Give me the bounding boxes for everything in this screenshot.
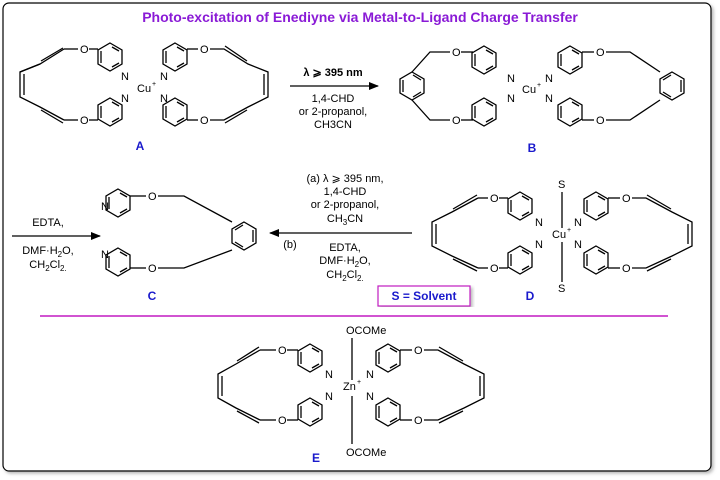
scheme-title: Photo-excitation of Enediyne via Metal-t… [142,9,578,25]
metal-Cu: Cu [552,229,566,241]
atom-N: N [574,239,582,251]
svg-text:+: + [567,227,571,234]
atom-N: N [545,73,553,85]
atom-N: N [325,369,333,381]
condition-left-3: CH2Cl2. [29,259,66,273]
atom-O: O [278,415,287,427]
atom-N: N [535,239,543,251]
condition-DC-a3: or 2-propanol, [311,199,380,211]
atom-N: N [121,93,129,105]
atom-N: N [160,71,168,83]
condition-DC-a4: CH3CN [327,213,363,227]
atom-O: O [200,44,209,56]
atom-N: N [535,217,543,229]
atom-O: O [596,115,605,127]
atom-N: N [121,71,129,83]
compound-C-structure: N N O O C [101,188,257,303]
atom-O: O [622,263,631,275]
atom-O: O [200,115,209,127]
atom-O: O [80,44,89,56]
compound-D-structure: O O N N Cu + S S N N O O D [431,179,693,303]
atom-O: O [490,193,499,205]
solvent-note-box [377,285,471,307]
atom-N: N [574,217,582,229]
atom-O: O [414,345,423,357]
metal-Cu: Cu [137,83,151,95]
condition-left-2: DMF·H2O, [22,245,74,259]
atom-N: N [101,249,109,261]
atom-N: N [545,93,553,105]
ligand-S-bottom: S [558,283,565,295]
atom-N: N [507,93,515,105]
atom-N: N [366,369,374,381]
compound-label-A: A [136,139,145,153]
atom-O: O [148,191,157,203]
compound-label-D: D [526,289,535,303]
svg-text:+: + [537,82,541,89]
condition-DC-b3: CH2Cl2. [326,269,363,283]
compound-label-C: C [148,289,157,303]
condition-AB-1: λ ⩾ 395 nm [303,67,363,79]
condition-DC-b2: DMF·H2O, [319,255,371,269]
ligand-OCOMe-top: OCOMe [346,325,386,337]
metal-Cu: Cu [522,84,536,96]
compound-E-structure: OCOMe Zn + OCOMe O O N N N N O O E [217,325,485,465]
condition-left-1: EDTA, [32,217,64,229]
condition-AB-2: 1,4-CHD [312,93,355,105]
condition-DC-a1: (a) λ ⩾ 395 nm, [306,173,383,185]
svg-text:+: + [152,81,156,88]
atom-O: O [490,263,499,275]
atom-N: N [507,73,515,85]
condition-DC-a2: 1,4-CHD [324,186,367,198]
atom-O: O [596,47,605,59]
ligand-S-top: S [558,179,565,191]
ligand-OCOMe-bottom: OCOMe [346,447,386,459]
atom-O: O [414,415,423,427]
atom-O: O [80,115,89,127]
condition-AB-3: or 2-propanol, [299,106,368,118]
condition-DC-b-label: (b) [283,239,296,251]
metal-Zn: Zn [343,381,356,393]
compound-label-E: E [312,451,320,465]
svg-text:+: + [357,379,361,386]
atom-O: O [148,263,157,275]
compound-A-structure: O O N N Cu + N N O O A [19,42,269,153]
solvent-note: S = Solvent [391,289,456,303]
condition-DC-b1: EDTA, [329,242,361,254]
compound-B-structure: O O N N Cu + N N O O B [399,45,685,155]
atom-O: O [452,115,461,127]
atom-O: O [622,193,631,205]
atom-N: N [101,201,109,213]
atom-O: O [452,47,461,59]
compound-label-B: B [528,141,537,155]
atom-N: N [160,93,168,105]
atom-N: N [366,391,374,403]
condition-AB-4: CH3CN [314,119,352,131]
atom-N: N [325,391,333,403]
atom-O: O [278,345,287,357]
